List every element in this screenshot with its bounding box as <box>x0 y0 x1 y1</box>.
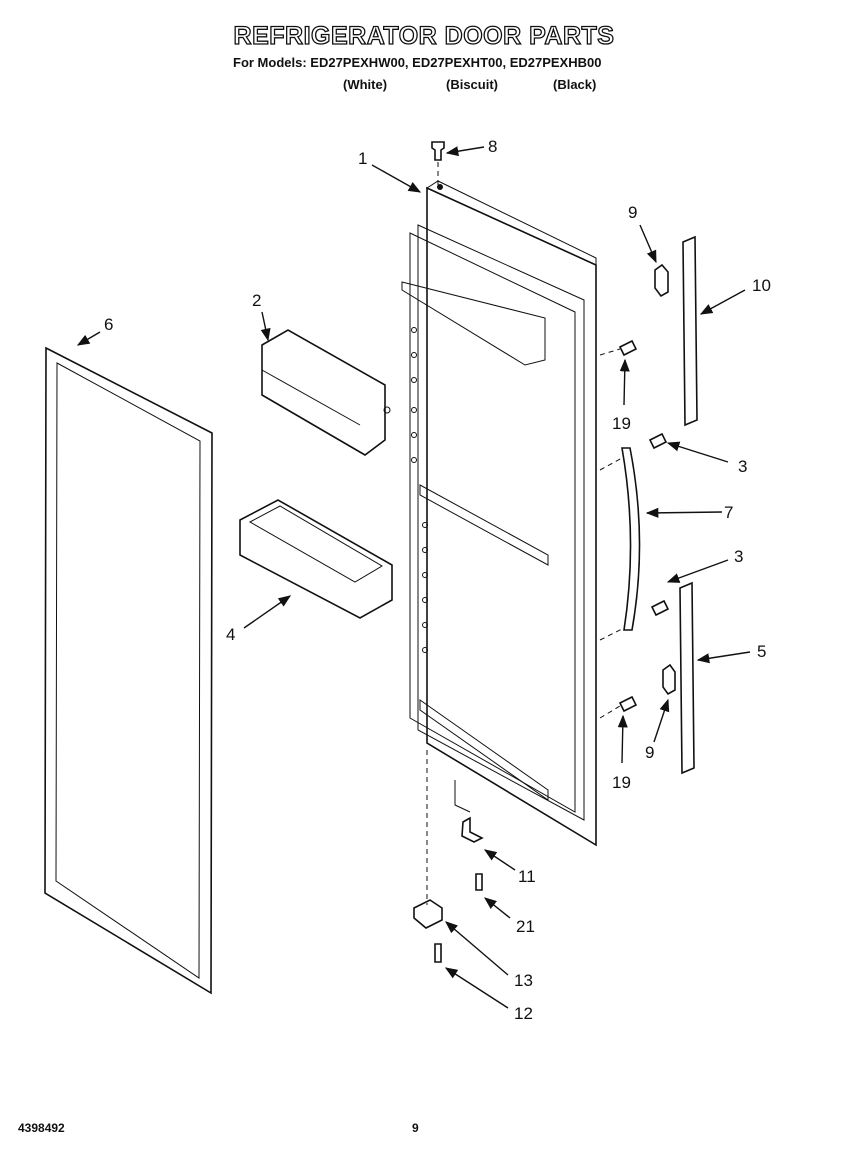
finish-biscuit: (Biscuit) <box>446 77 498 92</box>
callout-4: 4 <box>226 625 235 644</box>
screw-3-upper <box>648 432 668 450</box>
models-line: For Models: ED27PEXHW00, ED27PEXHT00, ED… <box>233 55 602 70</box>
callout-9-lower: 9 <box>645 743 654 762</box>
callout-3-lower: 3 <box>734 547 743 566</box>
callout-5: 5 <box>757 642 766 661</box>
dairy-door <box>261 329 391 456</box>
top-hinge-plug <box>431 141 445 185</box>
trim-clip-lower <box>662 663 676 696</box>
callout-10: 10 <box>752 276 771 295</box>
callout-11: 11 <box>518 867 536 886</box>
callout-8: 8 <box>488 137 497 156</box>
callout-13: 13 <box>514 971 533 990</box>
page-number: 9 <box>412 1121 419 1135</box>
callout-3-upper: 3 <box>738 457 747 476</box>
document-number: 4398492 <box>18 1121 65 1135</box>
shelf-holes <box>411 327 428 653</box>
hinge-screw-21 <box>475 873 483 891</box>
callout-12: 12 <box>514 1004 533 1023</box>
screw-19-lower <box>618 695 638 713</box>
callout-9-upper: 9 <box>628 203 637 222</box>
upper-handle-trim <box>682 235 698 427</box>
callout-6: 6 <box>104 315 113 334</box>
hinge-screw-12 <box>434 943 442 963</box>
callout-21: 21 <box>516 917 535 936</box>
callout-19-upper: 19 <box>612 414 631 433</box>
screw-19-upper <box>618 339 638 357</box>
page-title: REFRIGERATOR DOOR PARTS <box>233 21 615 50</box>
leader-lines <box>76 146 751 1009</box>
trim-clip-upper <box>654 263 669 298</box>
callout-1: 1 <box>358 149 367 168</box>
door-handle <box>621 447 641 631</box>
callout-7: 7 <box>724 503 733 522</box>
door-assembly <box>401 180 597 847</box>
door-shelf-bin <box>239 499 393 619</box>
callout-2: 2 <box>252 291 261 310</box>
lower-hinge-bracket <box>413 899 443 929</box>
callout-19-lower: 19 <box>612 773 631 792</box>
lower-handle-trim <box>679 581 695 775</box>
screw-3-lower <box>650 599 670 617</box>
finish-white: (White) <box>343 77 388 92</box>
door-gasket <box>44 346 213 995</box>
lower-hinge-pin <box>454 780 484 843</box>
finish-black: (Black) <box>553 77 597 92</box>
